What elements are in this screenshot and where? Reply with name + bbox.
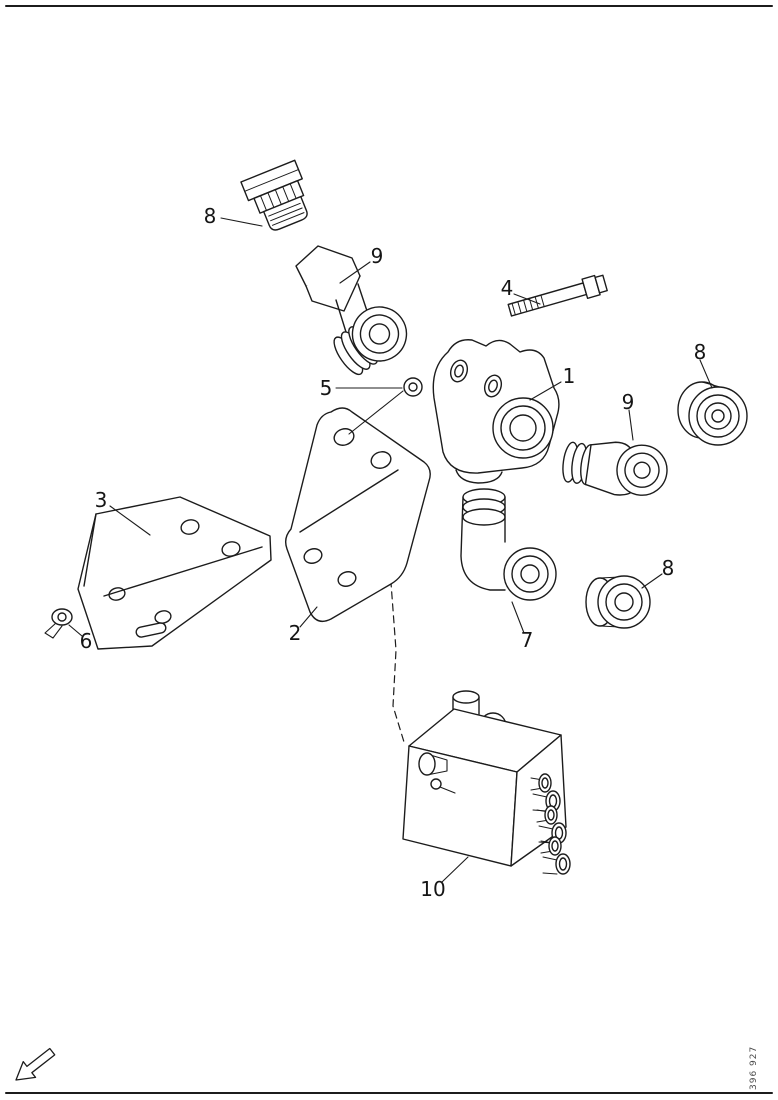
- callout-10: 10: [420, 877, 446, 901]
- callout-8-mid: 8: [661, 556, 675, 580]
- callout-7: 7: [520, 628, 534, 652]
- direction-arrow-icon: [15, 1047, 56, 1081]
- callout-2: 2: [288, 621, 302, 645]
- page-frame-lines: [5, 5, 773, 1094]
- callout-5: 5: [319, 376, 333, 400]
- assembly-dashed-line: [388, 555, 405, 743]
- part-1-housing: [432, 339, 560, 484]
- callout-9-right: 9: [621, 390, 635, 414]
- leader-lines: [68, 217, 713, 883]
- part-4-bolt: [507, 274, 608, 317]
- callout-1: 1: [562, 364, 576, 388]
- part-6-nut: [44, 608, 73, 639]
- part-8-fitting-mid-right: [585, 575, 651, 629]
- part-7-elbow-fitting: [460, 488, 557, 601]
- callout-8-right: 8: [693, 340, 707, 364]
- callout-8-top: 8: [203, 204, 217, 228]
- part-3-bracket: [77, 496, 272, 650]
- callout-3: 3: [94, 488, 108, 512]
- part-8-fitting-top-right: [677, 381, 748, 446]
- callout-4: 4: [500, 276, 514, 300]
- part-8-plug-top: [240, 159, 308, 231]
- part-9-elbow-right: [562, 441, 668, 496]
- part-5-washer: [403, 377, 423, 397]
- doc-number: 396 927: [749, 1045, 759, 1090]
- part-9-elbow-top: [295, 245, 408, 376]
- part-10-valve-block: [402, 690, 571, 875]
- callout-9-top: 9: [370, 244, 384, 268]
- part-2-bracket: [284, 407, 431, 622]
- callout-6: 6: [79, 629, 93, 653]
